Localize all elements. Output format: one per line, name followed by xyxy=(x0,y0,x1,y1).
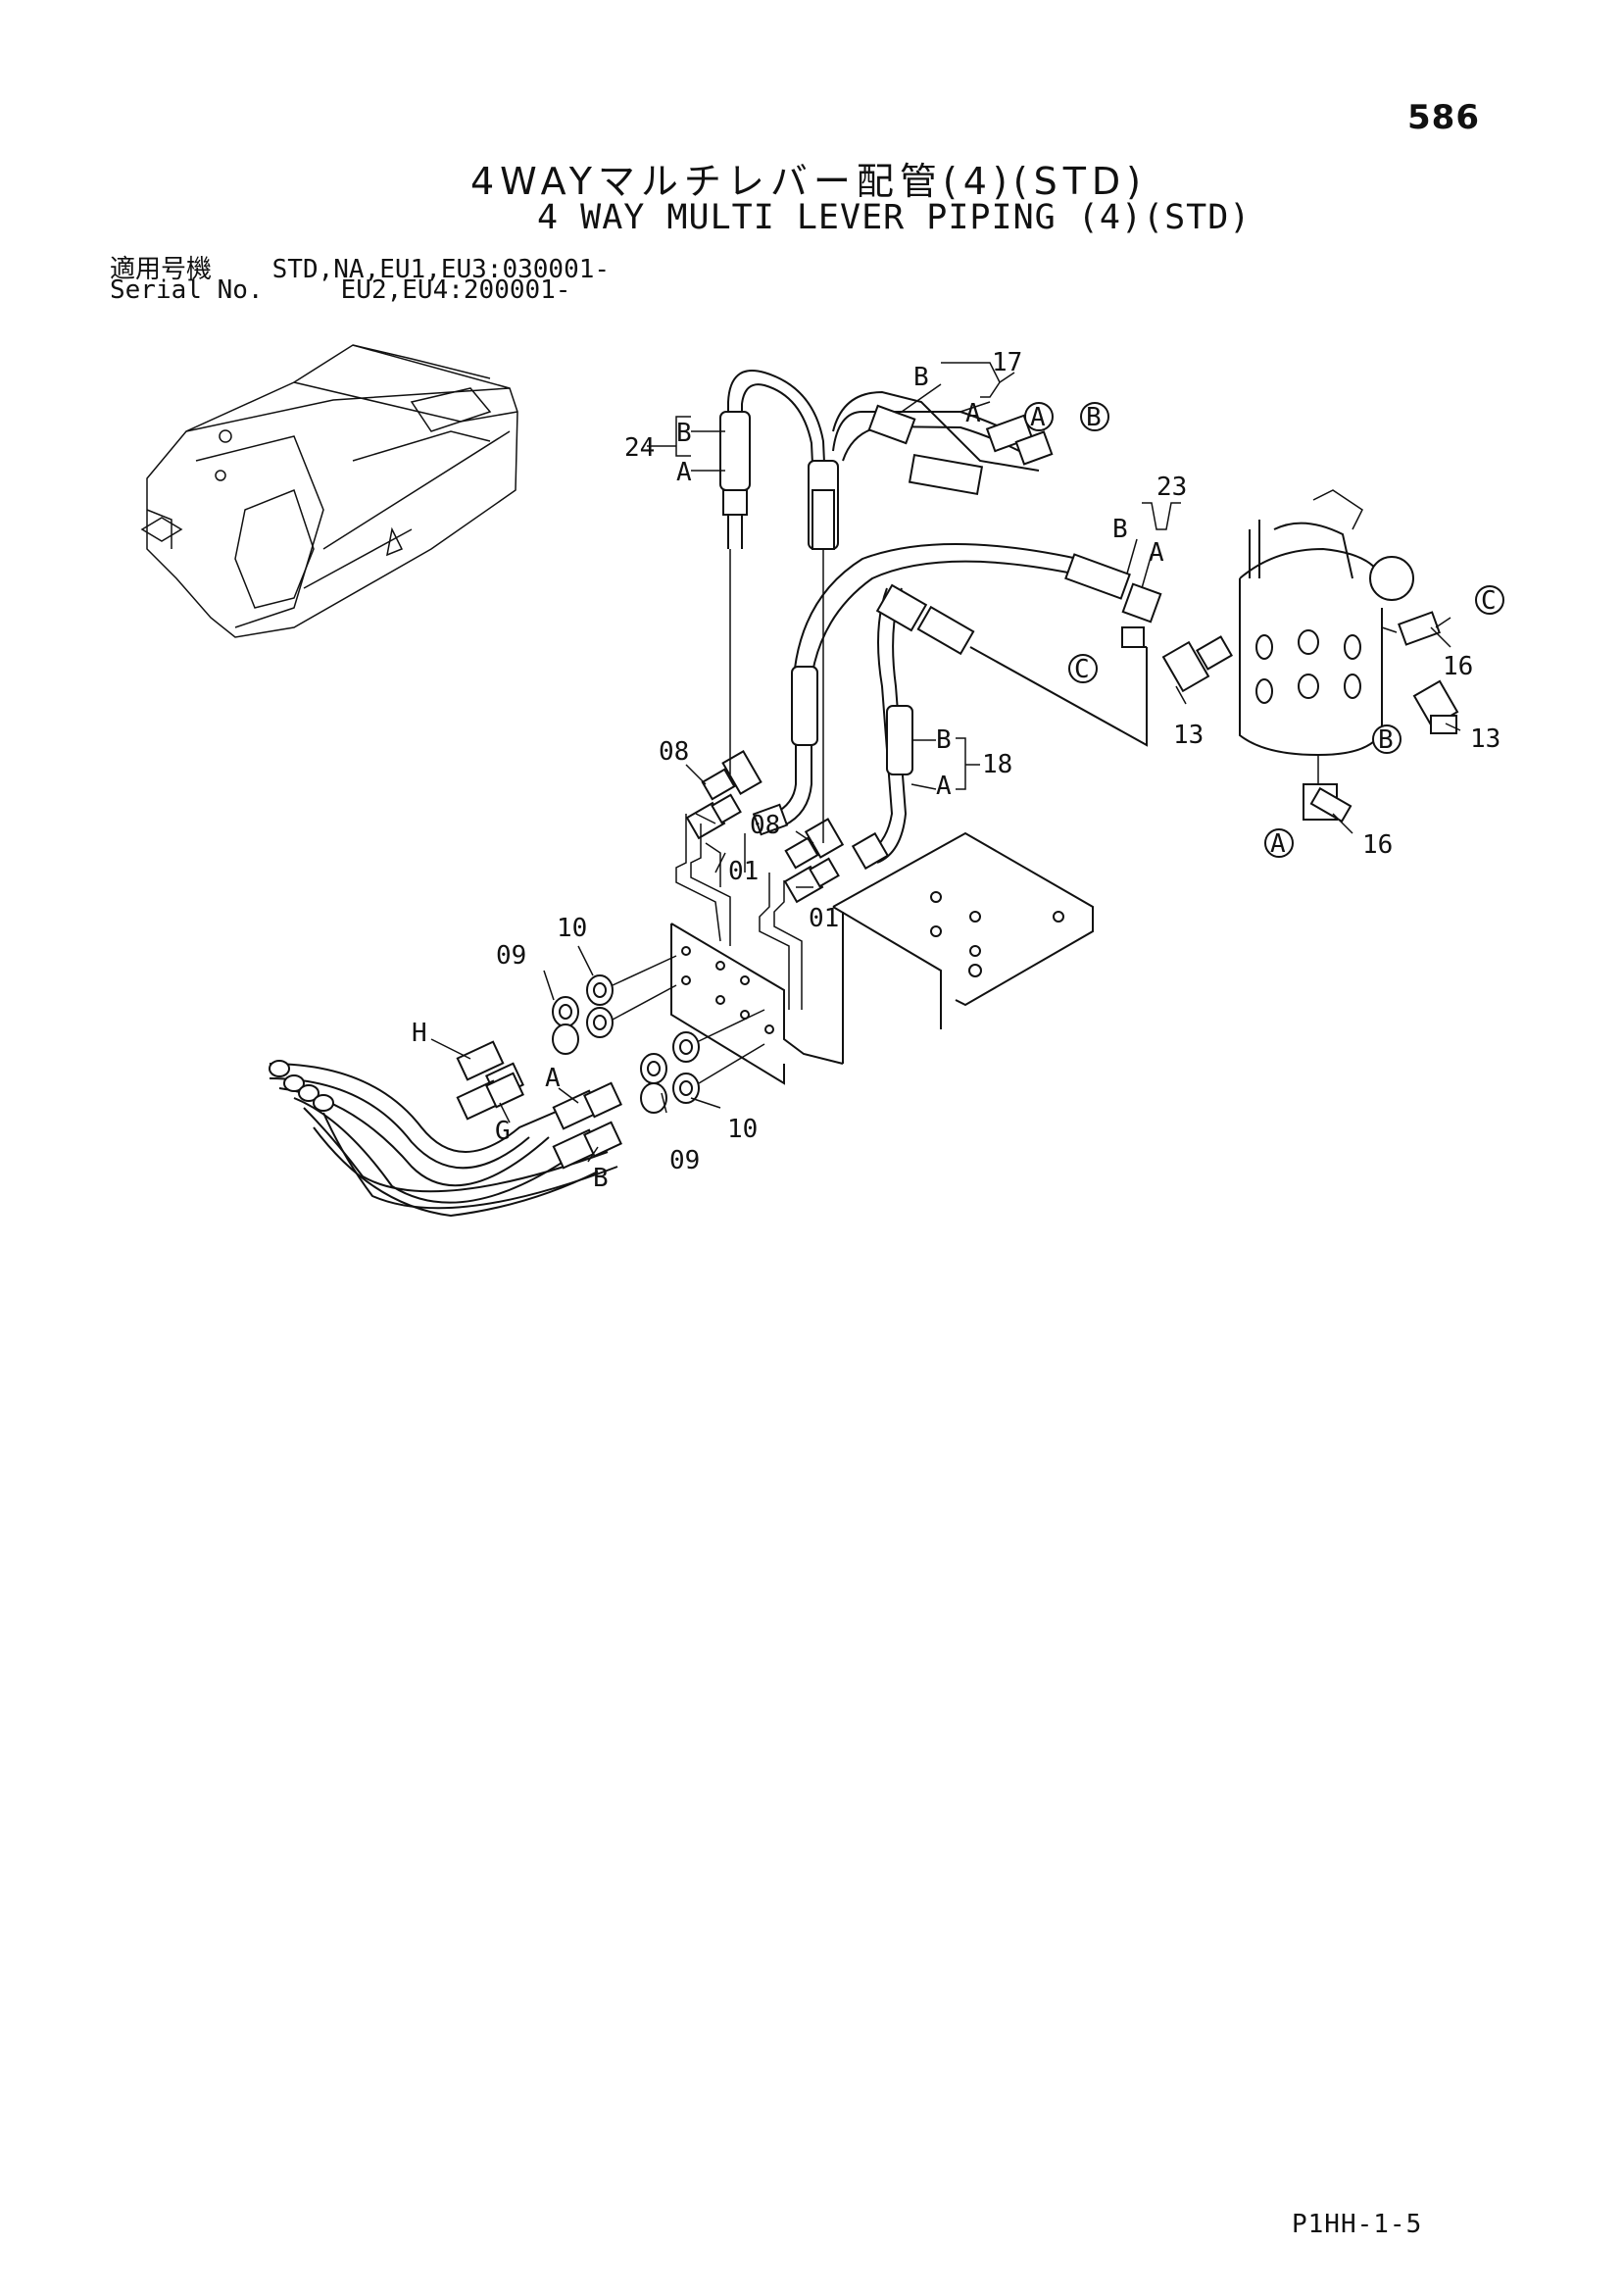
circled-letter-icon: C xyxy=(1475,585,1504,616)
callout-13-lower: 13 xyxy=(1470,724,1500,754)
hose-23-end-a: A xyxy=(1149,538,1164,568)
hose-bundle-h: H xyxy=(412,1019,427,1048)
washers-upper xyxy=(552,955,677,1055)
fitting-08-right xyxy=(784,818,845,870)
hose-bundle xyxy=(269,1040,622,1218)
circled-letter-icon: A xyxy=(1024,402,1054,432)
circle-c-left: C xyxy=(1074,655,1090,684)
circled-letter-icon: A xyxy=(1264,828,1294,859)
circled-letter-icon: B xyxy=(1372,724,1402,755)
title-english: 4 WAY MULTI LEVER PIPING (4)(STD) xyxy=(537,198,1252,237)
hose-24-end-b: B xyxy=(676,419,692,448)
hose-17 xyxy=(832,390,1054,496)
callout-10-upper: 10 xyxy=(557,914,587,943)
circle-c-right: C xyxy=(1481,586,1497,616)
hose-18 xyxy=(851,583,975,871)
hose-23 xyxy=(752,543,1162,836)
circle-a-bottom: A xyxy=(1270,829,1286,859)
fitting-01-right xyxy=(783,857,840,904)
serial-row-1: 適用号機 STD,NA,EU1,EU3:030001- xyxy=(110,249,610,285)
excavator-cab-outline-icon xyxy=(140,344,518,638)
line-c-routing xyxy=(969,646,1148,747)
hose-23-end-b: B xyxy=(1112,515,1128,544)
hose-bundle-a: A xyxy=(545,1064,561,1093)
hose-24-end-a: A xyxy=(676,458,692,487)
applicable-label-en: Serial No. xyxy=(110,275,264,305)
callout-16-lower: 16 xyxy=(1362,830,1393,860)
hose-18-end-b: B xyxy=(936,725,952,755)
callout-09-lower: 09 xyxy=(669,1146,700,1175)
washers-lower xyxy=(640,1009,765,1114)
pilot-tubes xyxy=(675,549,824,1010)
callout-10-lower: 10 xyxy=(727,1115,758,1144)
callout-23: 23 xyxy=(1156,473,1187,502)
callout-01-left: 01 xyxy=(728,857,759,886)
circle-b-right: B xyxy=(1378,725,1394,755)
hose-18-end-a: A xyxy=(936,772,952,801)
hose-17-end-a: A xyxy=(965,399,981,428)
callout-18: 18 xyxy=(982,750,1012,779)
callout-13-upper: 13 xyxy=(1173,721,1204,750)
circle-b-top: B xyxy=(1086,403,1102,432)
callout-08-left: 08 xyxy=(659,737,689,767)
callout-08-right: 08 xyxy=(750,811,780,840)
rotary-joint xyxy=(1239,489,1414,757)
circle-a-top: A xyxy=(1030,403,1046,432)
serial-row-2: Serial No. EU2,EU4:200001- xyxy=(110,275,570,305)
callout-24: 24 xyxy=(624,433,655,463)
hose-17-end-b: B xyxy=(913,363,929,392)
fitting-13-upper xyxy=(1161,635,1233,693)
serial-line-1: STD,NA,EU1,EU3:030001- xyxy=(271,255,611,284)
callout-16-upper: 16 xyxy=(1443,652,1473,681)
serial-line-2: EU2,EU4:200001- xyxy=(340,275,571,305)
circled-letter-icon: B xyxy=(1080,402,1109,432)
leader-lines xyxy=(430,362,1461,1163)
callout-01-right: 01 xyxy=(809,904,839,933)
fitting-13-lower xyxy=(1412,679,1459,734)
hose-24 xyxy=(719,370,839,550)
callout-09-upper: 09 xyxy=(496,941,526,971)
circled-letter-icon: C xyxy=(1068,654,1098,684)
page-number: 586 xyxy=(1407,98,1480,137)
callout-17: 17 xyxy=(992,348,1022,377)
fitting-16-lower xyxy=(1303,755,1352,824)
hose-bundle-g: G xyxy=(495,1117,511,1146)
fitting-01-left xyxy=(685,793,742,840)
title-japanese: 4WAYマルチレバー配管(4)(STD) xyxy=(470,160,1148,203)
applicable-label-jp: 適用号機 xyxy=(110,255,213,284)
fitting-08-left xyxy=(701,750,762,801)
drawing-code: P1HH-1-5 xyxy=(1292,2210,1423,2239)
fitting-16-upper xyxy=(1398,611,1451,646)
hose-bundle-b: B xyxy=(593,1164,609,1193)
